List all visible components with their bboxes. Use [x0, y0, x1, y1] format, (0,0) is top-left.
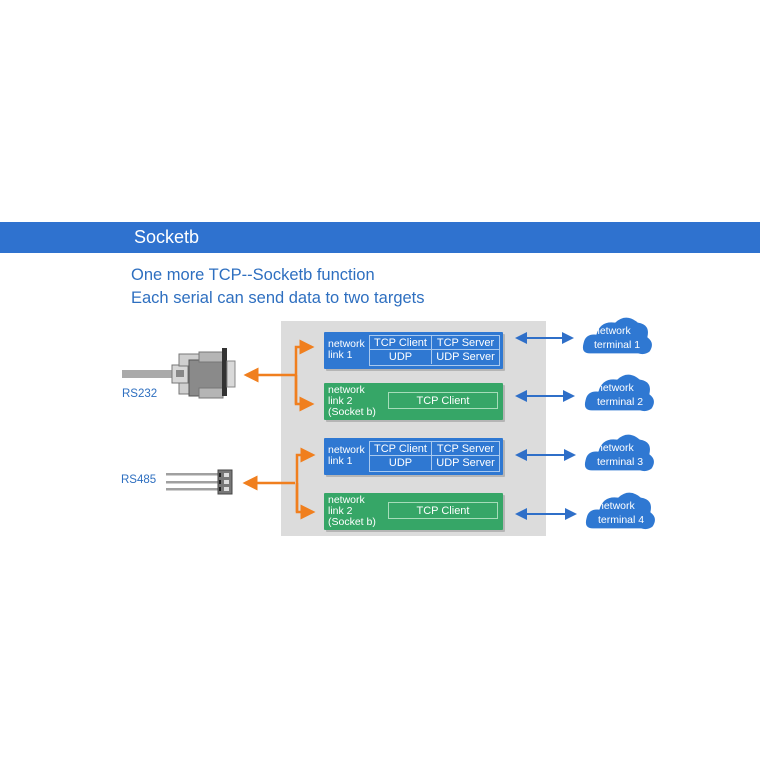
- link-mode-grid: TCP Client TCP Server UDP UDP Server: [369, 441, 500, 472]
- network-terminal-3: network terminal 3: [597, 441, 643, 469]
- network-link-2-socketb-box: network link 2 (Socket b) TCP Client: [324, 493, 503, 530]
- mode-tcp-client: TCP Client: [370, 336, 432, 350]
- cloud-icon: [584, 491, 657, 531]
- terminal-label: terminal 4: [598, 514, 645, 526]
- serial-to-links-arrow-2: [242, 447, 316, 520]
- link-label: network: [328, 338, 365, 350]
- port-label-rs232: RS232: [122, 388, 158, 400]
- link-label: network: [328, 444, 365, 456]
- cloud-icon: [583, 373, 656, 413]
- mode-tcp-client: TCP Client: [388, 502, 498, 519]
- link-label: link 1: [328, 349, 353, 361]
- network-link-1-box: network link 1 TCP Client TCP Server UDP…: [324, 332, 503, 369]
- section-title: Socketb: [134, 227, 200, 247]
- network-link-1-box: network link 1 TCP Client TCP Server UDP…: [324, 438, 503, 475]
- terminal-label: network: [597, 442, 634, 454]
- link-label: (Socket b): [328, 406, 376, 418]
- terminal-label: terminal 2: [597, 396, 644, 408]
- section-header-band: [0, 222, 760, 253]
- mode-udp: UDP: [370, 456, 432, 470]
- mode-tcp-client: TCP Client: [370, 442, 432, 456]
- terminal-label: network: [597, 382, 634, 394]
- terminal-block-connector-icon: [166, 469, 233, 495]
- serial-to-links-arrow-1: [243, 339, 315, 412]
- cloud-icon: [581, 316, 654, 356]
- link-mode-grid: TCP Client TCP Server UDP UDP Server: [369, 335, 500, 366]
- mode-tcp-server: TCP Server: [432, 442, 499, 456]
- terminal-label: terminal 3: [597, 456, 644, 468]
- link-label: (Socket b): [328, 516, 376, 528]
- mode-udp-server: UDP Server: [436, 457, 495, 469]
- cloud-icon: [583, 433, 656, 473]
- mode-tcp-client: TCP Client: [388, 392, 498, 409]
- link-label: link 2: [328, 505, 353, 517]
- network-terminal-1: network terminal 1: [594, 324, 640, 352]
- link-label: link 1: [328, 455, 353, 467]
- link-label: network: [328, 494, 365, 506]
- mode-udp: UDP: [370, 350, 432, 364]
- mode-udp-server: UDP Server: [436, 351, 495, 363]
- link-label: link 2: [328, 395, 353, 407]
- port-label-rs485: RS485: [121, 474, 157, 486]
- network-terminal-4: network terminal 4: [598, 499, 644, 527]
- terminal-label: network: [598, 500, 635, 512]
- terminal-label: terminal 1: [594, 339, 641, 351]
- network-link-2-socketb-box: network link 2 (Socket b) TCP Client: [324, 383, 503, 420]
- network-terminal-2: network terminal 2: [597, 381, 643, 409]
- mode-tcp-server: TCP Server: [432, 336, 499, 350]
- subtitle-line-2: Each serial can send data to two targets: [131, 289, 425, 307]
- db9-serial-connector-icon: [122, 348, 236, 399]
- terminal-label: network: [594, 325, 631, 337]
- link-label: network: [328, 384, 365, 396]
- subtitle-line-1: One more TCP--Socketb function: [131, 266, 375, 284]
